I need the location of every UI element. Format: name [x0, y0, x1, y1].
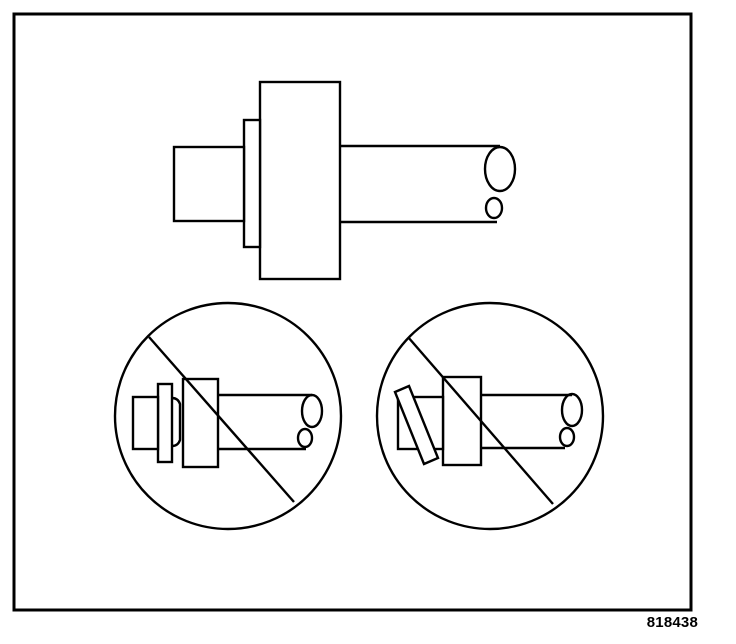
incorrect-gap-installation [113, 301, 343, 531]
seal-plate [156, 382, 174, 464]
hub [181, 377, 220, 469]
correct-installation [172, 80, 517, 281]
prohibited-slash [407, 336, 554, 505]
collar [131, 395, 160, 451]
shaft [481, 393, 572, 450]
prohibited-circle [113, 301, 343, 531]
prohibited-slash [148, 336, 295, 503]
shaft [340, 144, 500, 224]
tilted-seal-plate [393, 384, 440, 466]
collar [172, 145, 246, 223]
shaft-end-ring [484, 196, 504, 220]
shaft-end [483, 145, 517, 193]
hub [441, 375, 483, 467]
shaft-end [560, 392, 584, 428]
seal-plate [242, 118, 262, 249]
hub [258, 80, 342, 281]
diagram-frame [12, 12, 693, 612]
incorrect-tilt-installation [375, 301, 605, 531]
gap-outline [171, 396, 182, 448]
prohibited-circle [375, 301, 605, 531]
figure-number: 818438 [646, 614, 698, 631]
shaft [218, 393, 312, 451]
shaft-end-ring [296, 427, 314, 449]
shaft-end-ring [558, 426, 576, 448]
shaft-end [300, 393, 324, 429]
